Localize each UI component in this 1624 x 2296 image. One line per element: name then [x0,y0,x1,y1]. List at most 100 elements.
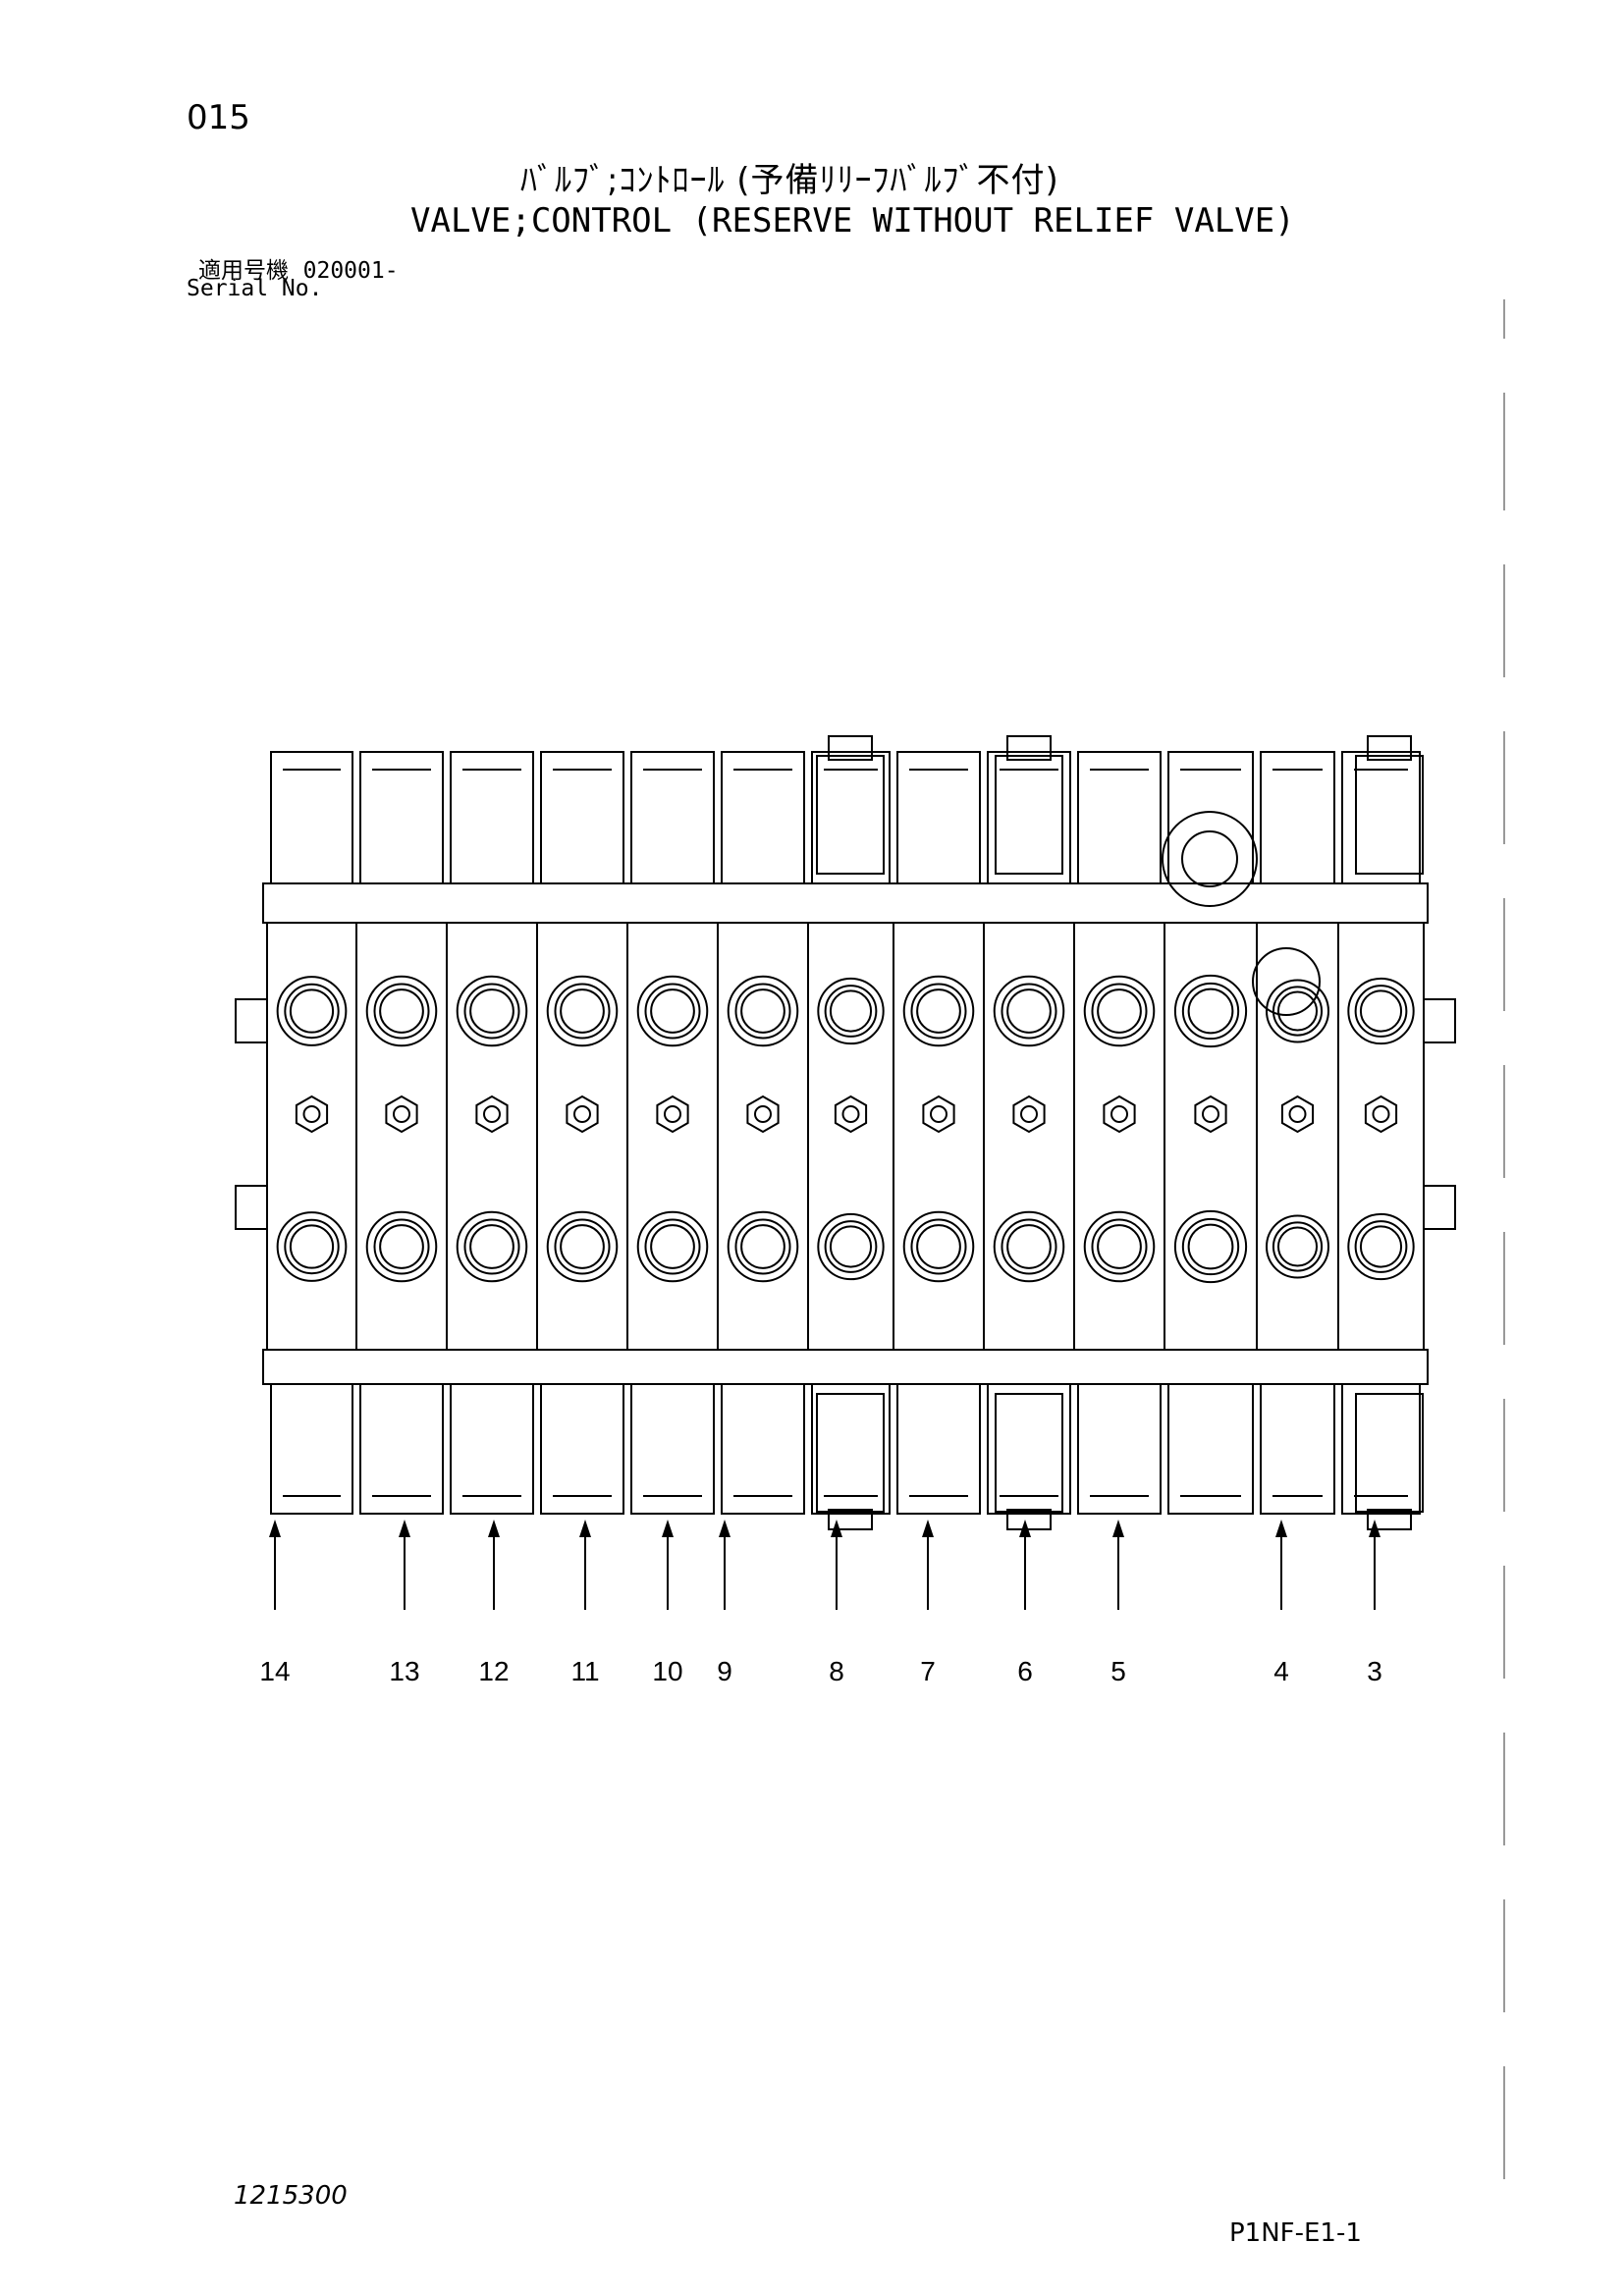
margin-mark [1503,1065,1505,1178]
upper-port [1006,988,1052,1034]
lower-port [993,1210,1065,1283]
spool-cap-top [721,751,805,884]
upper-port [289,988,335,1034]
part-label-p12: 12 [478,1656,509,1686]
lower-port [1097,1224,1142,1269]
lower-port [1354,1220,1408,1273]
spool-cap-top [270,751,353,884]
lower-port [1181,1217,1240,1276]
upper-port [560,988,605,1034]
spool-cap-bottom [630,1383,715,1515]
lower-port [365,1210,438,1283]
upper-port [916,988,961,1034]
lower-port [916,1224,961,1269]
spool-cap-top [1341,751,1421,884]
upper-port [379,988,424,1034]
fitting-stack-3 [1355,1393,1424,1513]
upper-port [734,983,791,1040]
spool-cap-top [1260,751,1335,884]
lower-port [1091,1218,1148,1275]
margin-mark [1503,1232,1505,1345]
fitting-stack-6 [995,755,1063,875]
arrowhead-p12 [488,1520,500,1537]
margin-mark [1503,1566,1505,1679]
margin-mark [1503,731,1505,844]
upper-port [284,983,340,1040]
middle-plug [295,1095,329,1134]
lower-port [902,1210,975,1283]
serial-label-ja: 適用号機 [198,258,289,284]
lower-port [650,1224,695,1269]
page-number: 015 [187,98,250,137]
lower-port [817,1212,885,1281]
lower-port [727,1210,799,1283]
middle-plug [1012,1095,1046,1134]
middle-plug-center [664,1105,681,1123]
margin-mark [1503,299,1505,339]
middle-plug [385,1095,418,1134]
lower-port [379,1224,424,1269]
lower-port [644,1218,701,1275]
middle-plug-center [1288,1105,1307,1123]
middle-plug [656,1095,689,1134]
part-label-p11: 11 [570,1656,599,1686]
lower-port [1083,1210,1156,1283]
upper-port [727,975,799,1047]
lower-port [829,1225,873,1268]
spool-cap-bottom [896,1383,981,1515]
serial-line: 適用号機 020001- [198,251,399,285]
middle-plug-center [483,1105,501,1123]
arrowhead-p9 [719,1520,731,1537]
upper-port [824,985,878,1038]
upper-port [1091,983,1148,1040]
side-bolt-right [1423,1185,1456,1230]
middle-plug [1364,1095,1398,1134]
margin-mark [1503,2066,1505,2179]
part-label-p7: 7 [920,1656,936,1686]
title-japanese: ﾊﾞﾙﾌﾞ;ｺﾝﾄﾛｰﾙ (予備ﾘﾘｰﾌﾊﾞﾙﾌﾞ不付) [520,161,1059,200]
fitting-stack-8 [816,755,885,875]
upper-port [365,975,438,1047]
middle-plug [746,1095,780,1134]
title-english: VALVE;CONTROL (RESERVE WITHOUT RELIEF VA… [410,201,1295,240]
upper-port [910,983,967,1040]
relief-port [1252,947,1321,1016]
arrowhead-p8 [831,1520,842,1537]
spool-cap-bottom [987,1383,1071,1515]
upper-port [546,975,619,1047]
upper-port [1173,974,1248,1048]
control-valve-body [235,735,1456,1530]
lower-port [546,1210,619,1283]
middle-plug-center [841,1105,860,1123]
margin-mark [1503,1399,1505,1512]
middle-plug-center [573,1105,591,1123]
serial-value: 020001- [302,258,399,284]
part-label-p6: 6 [1017,1656,1033,1686]
lower-port [463,1218,520,1275]
spool-cap-bottom [811,1383,891,1515]
spool-cap-top [450,751,534,884]
upper-port [1347,977,1415,1045]
arrowhead-p3 [1369,1520,1380,1537]
middle-plug [566,1095,599,1134]
upper-port [1083,975,1156,1047]
lower-port [636,1210,709,1283]
upper-port [1187,988,1234,1035]
fitting-stack-3 [1367,735,1412,761]
margin-mark [1503,393,1505,510]
spool-cap-top [630,751,715,884]
lower-port [284,1218,340,1275]
part-label-p5: 5 [1110,1656,1126,1686]
lower-port [554,1218,611,1275]
upper-port [276,976,348,1046]
middle-plug-center [930,1105,947,1123]
fitting-stack-6 [1006,735,1052,761]
upper-port [636,975,709,1047]
upper-port [456,975,528,1047]
lower-port [910,1218,967,1275]
lower-port [740,1224,785,1269]
middle-plug [475,1095,509,1134]
upper-port [1354,985,1408,1038]
